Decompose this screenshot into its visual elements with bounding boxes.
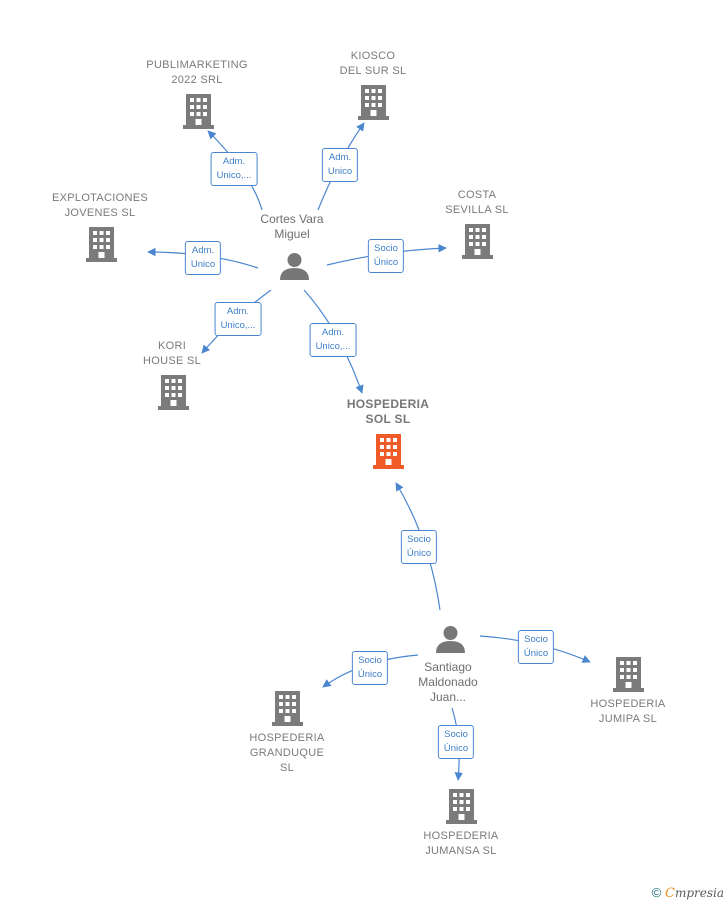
- building-icon[interactable]: [86, 227, 117, 267]
- copyright-symbol: ©: [651, 885, 662, 900]
- brand-initial: C: [664, 886, 675, 901]
- company-label[interactable]: HOSPEDERIA JUMANSA SL: [423, 830, 499, 857]
- relation-label: Socio Único: [437, 725, 475, 759]
- building-icon[interactable]: [158, 375, 189, 415]
- brand-footer[interactable]: © Cmpresia: [652, 885, 724, 901]
- company-label[interactable]: KIOSCO DEL SUR SL: [339, 50, 407, 77]
- company-label[interactable]: COSTA SEVILLA SL: [445, 189, 509, 216]
- person-label[interactable]: Santiago Maldonado Juan...: [418, 660, 478, 704]
- relation-label: Adm. Unico: [321, 148, 359, 182]
- building-icon[interactable]: [613, 657, 644, 697]
- relation-label: Socio Único: [517, 630, 555, 664]
- brand-name: mpresia: [674, 886, 724, 900]
- relation-label: Adm. Unico,...: [210, 152, 258, 186]
- building-icon[interactable]: [462, 224, 493, 264]
- company-label[interactable]: EXPLOTACIONES JOVENES SL: [52, 192, 148, 219]
- building-icon-main[interactable]: [373, 434, 404, 474]
- company-label[interactable]: KORI HOUSE SL: [142, 340, 202, 367]
- building-icon[interactable]: [272, 691, 303, 731]
- relation-label: Adm. Unico,...: [214, 302, 262, 336]
- main-company-label[interactable]: HOSPEDERIA SOL SL: [346, 397, 430, 426]
- building-icon[interactable]: [183, 94, 214, 134]
- building-icon[interactable]: [446, 789, 477, 829]
- building-icon[interactable]: [358, 85, 389, 125]
- company-label[interactable]: PUBLIMARKETING 2022 SRL: [146, 59, 248, 86]
- relation-label: Adm. Unico: [184, 241, 222, 275]
- person-label[interactable]: Cortes Vara Miguel: [260, 212, 324, 241]
- company-label[interactable]: HOSPEDERIA JUMIPA SL: [590, 698, 666, 725]
- relation-label: Adm. Unico,...: [309, 323, 357, 357]
- relation-label: Socio Único: [351, 651, 389, 685]
- relation-label: Socio Único: [367, 239, 405, 273]
- company-label[interactable]: HOSPEDERIA GRANDUQUE SL: [249, 732, 325, 774]
- person-icon[interactable]: [280, 251, 309, 285]
- person-icon[interactable]: [436, 624, 465, 658]
- relation-label: Socio Único: [400, 530, 438, 564]
